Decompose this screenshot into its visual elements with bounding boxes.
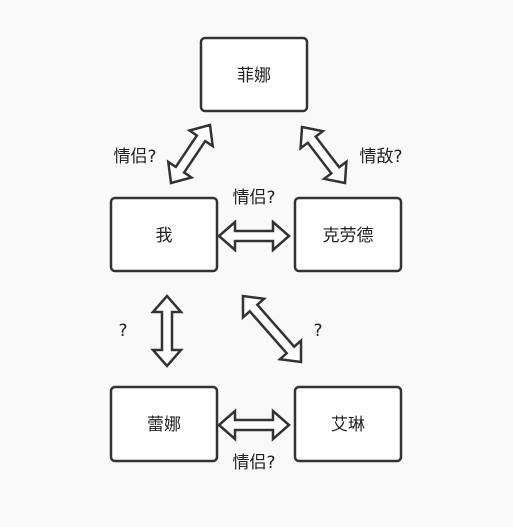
node-feina[interactable]: 菲娜 [199,36,309,113]
node-leina-label: 蕾娜 [147,415,181,435]
edge-label-claude-ailin: ? [313,321,322,341]
edge-label-me-claude: 情侣? [232,188,275,208]
node-me[interactable]: 我 [109,196,219,273]
edge-label-leina-ailin: 情侣? [232,453,275,473]
edge-label-claude-feina: 情敌? [359,147,402,167]
edge-label-me-leina: ? [118,321,127,341]
node-me-label: 我 [156,226,173,246]
node-claude-label: 克劳德 [323,226,374,246]
arrow-me-feina [166,123,215,185]
node-ailin[interactable]: 艾琳 [293,385,403,463]
arrow-claude-feina [299,125,348,185]
arrow-leina-ailin [217,408,291,442]
node-leina[interactable]: 蕾娜 [109,385,219,463]
node-claude[interactable]: 克劳德 [293,196,403,273]
node-ailin-label: 艾琳 [331,415,365,435]
arrow-me-leina [150,294,184,368]
arrow-claude-ailin [241,294,303,364]
node-feina-label: 菲娜 [237,66,271,86]
edge-label-me-feina: 情侣? [113,147,156,167]
arrow-me-claude [217,219,291,253]
